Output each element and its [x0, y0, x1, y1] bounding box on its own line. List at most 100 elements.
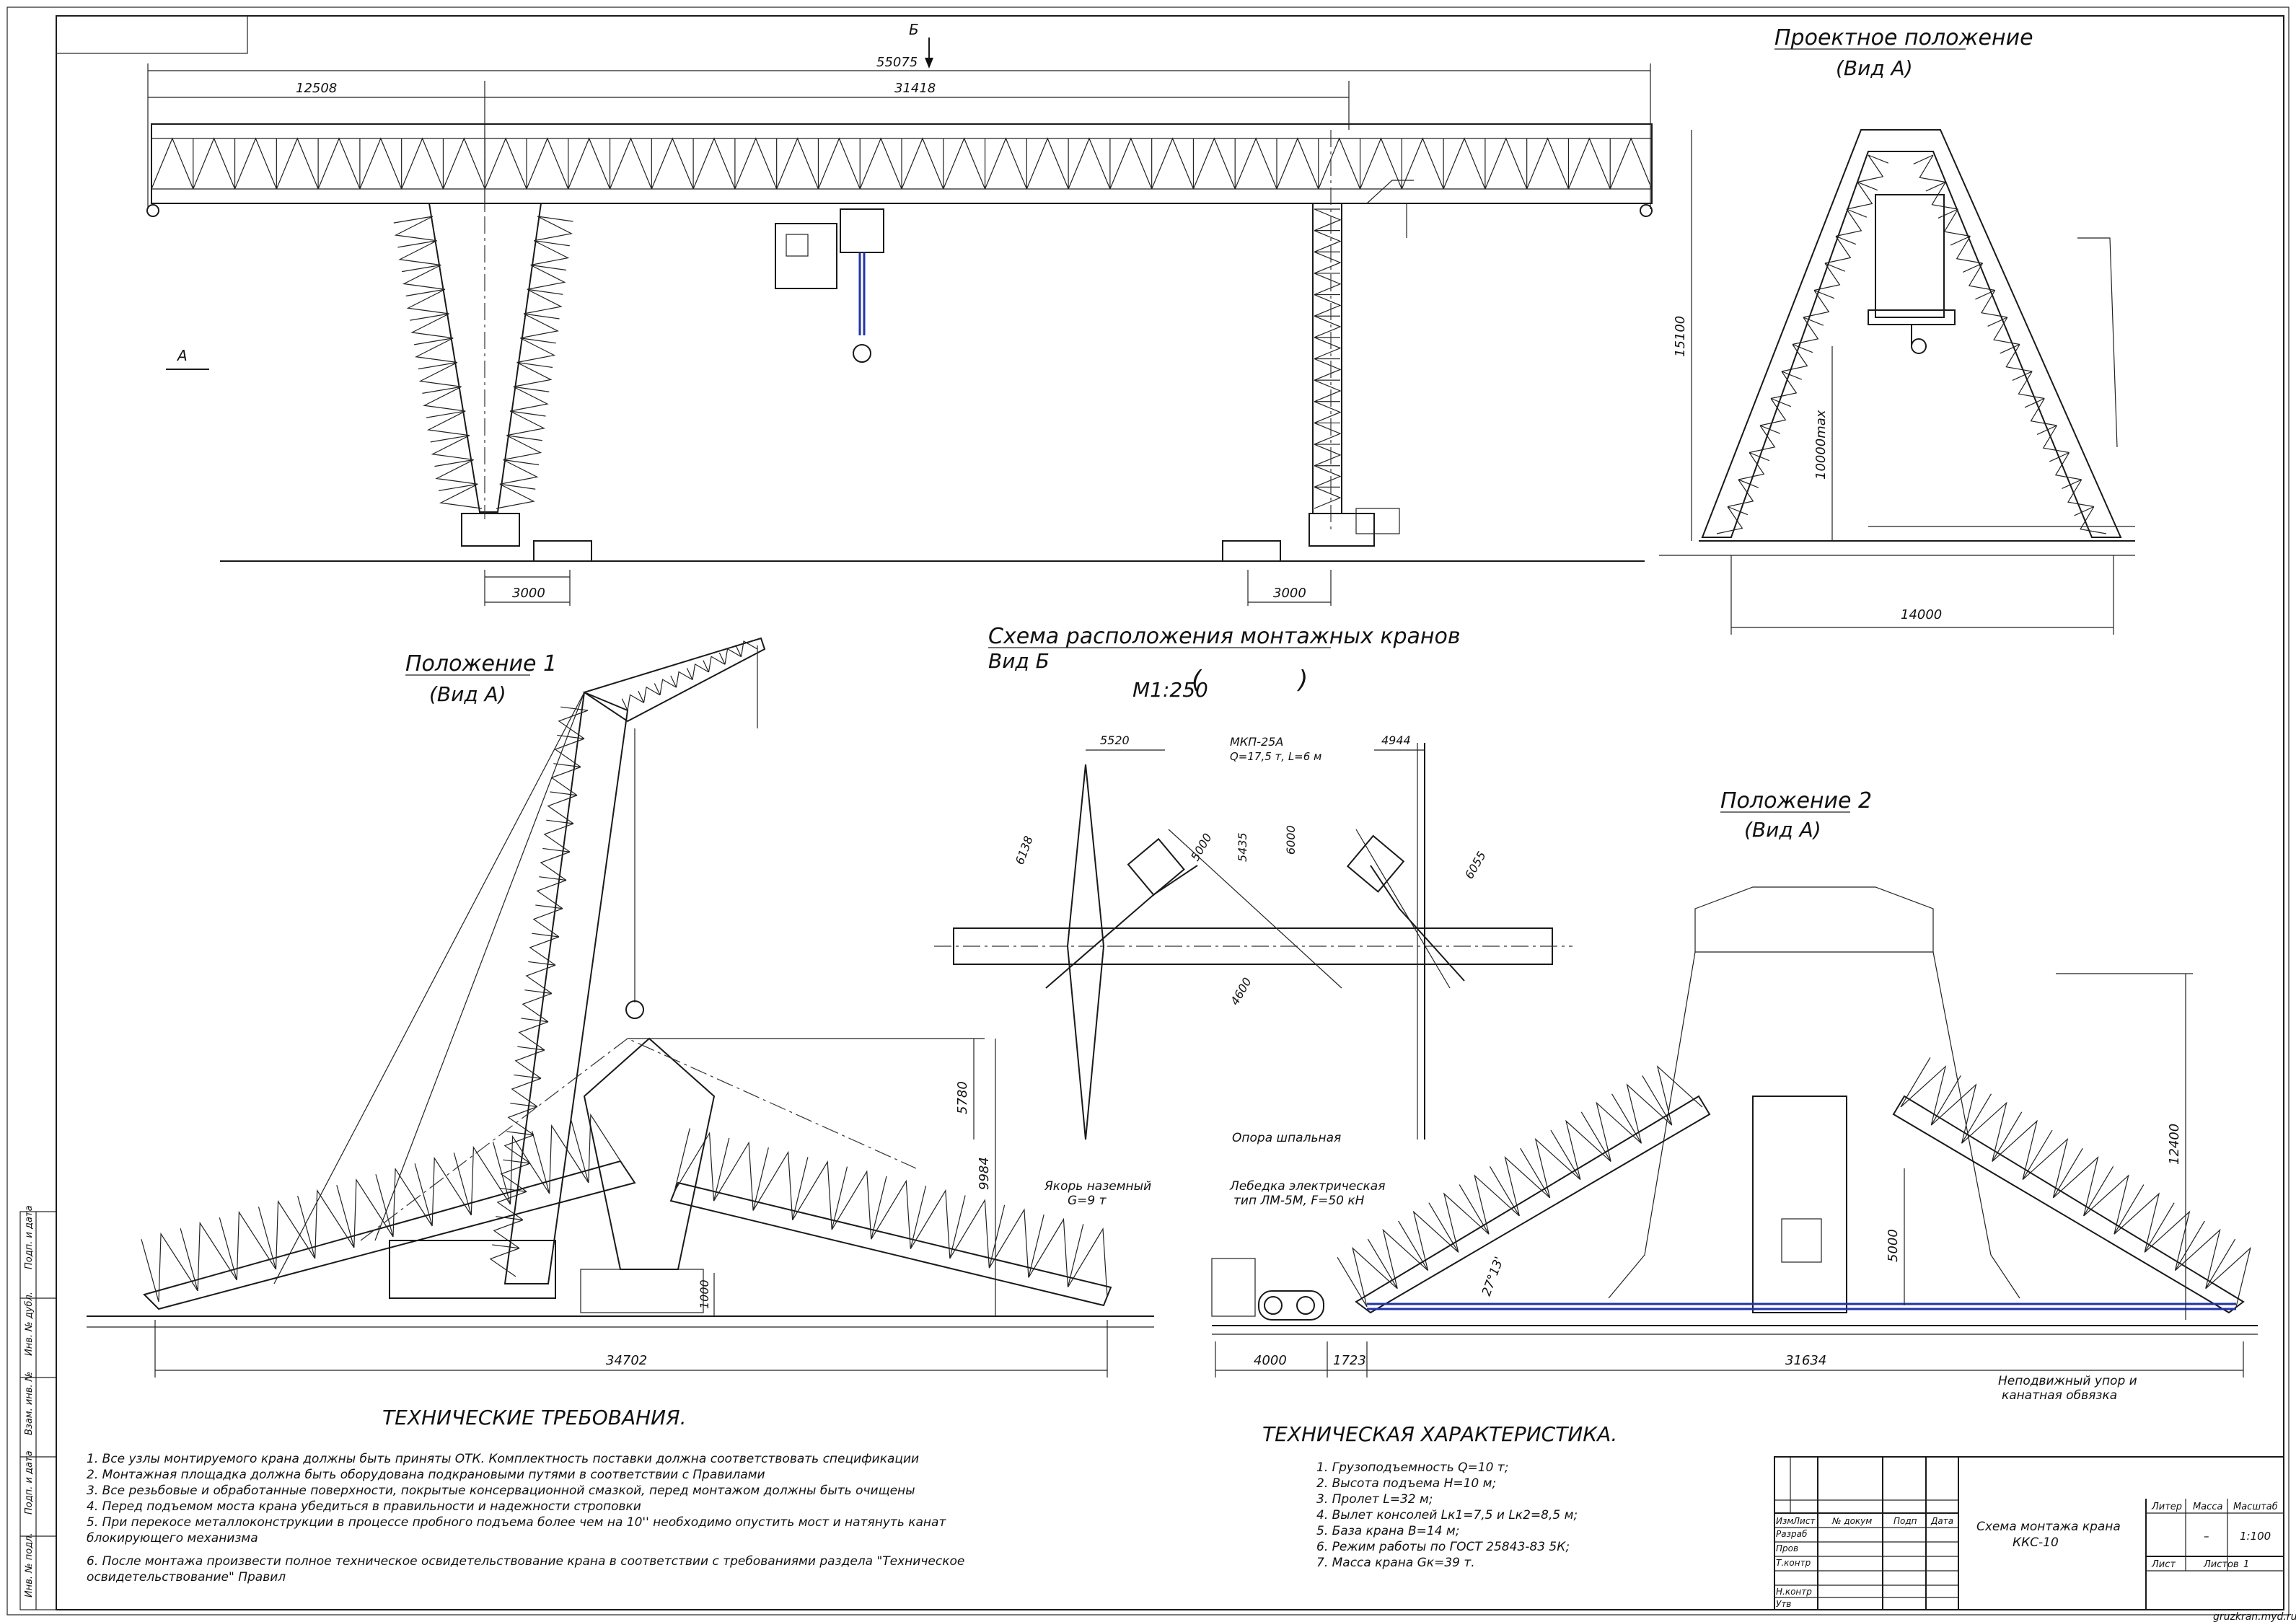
- tb-sheet: Лист: [2151, 1559, 2176, 1570]
- tb-sheets-val: 1: [2243, 1559, 2249, 1570]
- dim-h3-pos1: 1000: [698, 1279, 711, 1309]
- dim-width-pos1: 34702: [606, 1353, 647, 1368]
- tech-req-line-2: 2. Монтажная площадка должна быть оборуд…: [87, 1468, 765, 1482]
- side-stamp-strip: Подп. и дата Инв. № дубл. Взам. инв. № П…: [19, 1205, 57, 1610]
- scheme-crane-1: [1045, 865, 1198, 989]
- tech-char-line-6: 6. Режим работы по ГОСТ 25843-83 5К;: [1316, 1540, 1570, 1554]
- tb-col-doc: № докум: [1831, 1516, 1872, 1526]
- tb-col-date: Дата: [1930, 1516, 1953, 1526]
- tech-char-line-1: 1. Грузоподъемность Q=10 т;: [1316, 1460, 1508, 1475]
- scheme-dim-6: 6000: [1284, 825, 1298, 855]
- tech-char-line-5: 5. База крана В=14 м;: [1316, 1524, 1459, 1538]
- tb-lit: Литер: [2151, 1502, 2182, 1512]
- ladder: [2077, 237, 2118, 448]
- tech-req-line-3: 3. Все резьбовые и обработанные поверхно…: [87, 1484, 915, 1498]
- trolley: [840, 208, 884, 253]
- trolley-cabin: [775, 223, 837, 289]
- watermark: gruzkran.myd.ru: [2213, 1611, 2296, 1622]
- design-position-view: Проектное положение (Вид А) 15100 10000m…: [1659, 25, 2135, 635]
- scheme-dim-1: 5520: [1100, 733, 1130, 747]
- pos2-right-girder: [1892, 1095, 2245, 1314]
- scheme-dim-8: 4600: [1228, 975, 1254, 1008]
- tb-mass-val: –: [2204, 1530, 2209, 1543]
- inner-border: [56, 15, 2284, 1610]
- tech-char-line-4: 4. Вылет консолей Lк1=7,5 и Lк2=8,5 м;: [1316, 1508, 1578, 1522]
- view-a-label: А: [176, 347, 188, 364]
- dim-span-pos2: 31634: [1785, 1353, 1826, 1368]
- scheme-dim-4: 5000: [1188, 831, 1215, 863]
- center-section: [583, 1037, 716, 1270]
- tb-doc-name-2: ККС-10: [2013, 1535, 2059, 1550]
- pos2-subtitle: (Вид А): [1744, 818, 1821, 842]
- side-stamp-2: Инв. № дубл.: [24, 1292, 35, 1356]
- tech-char-line-2: 2. Высота подъема Н=10 м;: [1316, 1476, 1496, 1491]
- scheme-dim-3: 6138: [1013, 834, 1036, 867]
- svg-text:): ): [1296, 666, 1308, 695]
- main-gantry-view: Б А 55075 12508 31418: [146, 21, 1653, 606]
- crane-boom: [503, 691, 629, 1284]
- tech-req-line-4: 4. Перед подъемом моста крана убедиться …: [87, 1499, 641, 1514]
- scheme-subtitle: Вид Б: [988, 649, 1050, 673]
- scheme-dim-5: 5435: [1236, 832, 1249, 862]
- tech-req-heading: ТЕХНИЧЕСКИЕ ТРЕБОВАНИЯ.: [382, 1406, 686, 1429]
- dim-h2-pos2: 5000: [1886, 1229, 1901, 1262]
- tb-mass: Масса: [2193, 1502, 2222, 1512]
- dim-right: 31418: [894, 81, 936, 96]
- side-stamp-4: Подп. и дата: [24, 1450, 35, 1515]
- dim-base-right: 3000: [1273, 586, 1306, 601]
- tech-req-line-6: блокирующего механизма: [87, 1531, 258, 1546]
- pos1-title: Положение 1: [405, 651, 557, 676]
- dim-left2-pos2: 1723: [1333, 1353, 1366, 1368]
- tb-scale: Масштаб: [2233, 1502, 2278, 1512]
- design-subtitle: (Вид А): [1836, 56, 1913, 80]
- dim-left: 12508: [296, 81, 337, 96]
- crane-chassis: [389, 1240, 556, 1299]
- scheme-title: Схема расположения монтажных кранов: [988, 624, 1461, 649]
- tb-col-izm: Изм: [1776, 1516, 1793, 1526]
- scheme-crane-name: МКП-25А: [1230, 735, 1283, 749]
- note-stop-1: Неподвижный упор и: [1998, 1374, 2137, 1388]
- scheme-crane-params: Q=17,5 т, L=6 м: [1230, 750, 1321, 763]
- title-block: Изм Лист № докум Подп Дата Разраб Пров Т…: [1774, 1456, 2284, 1610]
- trolley-block: [1875, 194, 1945, 318]
- left-bogie: [461, 513, 520, 547]
- tb-row-utv: Утв: [1776, 1599, 1791, 1609]
- view-b-label: Б: [909, 21, 919, 38]
- left-half-girder: [143, 1160, 636, 1310]
- tech-char-heading: ТЕХНИЧЕСКАЯ ХАРАКТЕРИСТИКА.: [1262, 1422, 1617, 1446]
- angle-pos2: 27°13': [1479, 1255, 1507, 1298]
- scheme-crane-2: [1370, 865, 1465, 982]
- side-stamp-5: Инв. № подл.: [24, 1533, 35, 1597]
- dim-h2-pos1: 9984: [977, 1157, 992, 1190]
- pos2-ghost-trolley: [1694, 886, 1934, 953]
- pos2-title: Положение 2: [1720, 788, 1872, 814]
- label-anchor: Якорь наземный: [1044, 1179, 1151, 1194]
- scheme-view: Схема расположения монтажных кранов Вид …: [934, 624, 1573, 1321]
- label-winch: Лебедка электрическая: [1229, 1179, 1385, 1194]
- label-support: Опора шпальная: [1232, 1131, 1341, 1145]
- tech-req-line-1: 1. Все узлы монтируемого крана должны бы…: [87, 1452, 919, 1466]
- tech-req-line-5: 5. При перекосе металлоконструкции в про…: [87, 1515, 946, 1530]
- design-title: Проектное положение: [1774, 25, 2033, 50]
- dim-width-design: 14000: [1901, 607, 1942, 622]
- tb-row-prov: Пров: [1776, 1543, 1798, 1553]
- rigid-leg: [428, 203, 542, 513]
- dim-hook-design: 10000max: [1813, 410, 1829, 480]
- anchor-block: [1211, 1258, 1256, 1317]
- tech-requirements: ТЕХНИЧЕСКИЕ ТРЕБОВАНИЯ. 1. Все узлы монт…: [87, 1406, 964, 1584]
- dim-height-design: 15100: [1673, 316, 1688, 357]
- dim-total: 55075: [876, 55, 918, 70]
- tb-row-nkontr: Н.контр: [1776, 1587, 1812, 1597]
- tb-col-list: Лист: [1793, 1516, 1816, 1526]
- tb-doc-name-1: Схема монтажа крана: [1976, 1520, 2121, 1534]
- girder-truss-web: [151, 137, 1653, 190]
- position2-view: Положение 2 (Вид А) 12400 5000 27°13' 40…: [1212, 788, 2258, 1403]
- winch: [1258, 1290, 1324, 1321]
- pos1-subtitle: (Вид А): [429, 682, 506, 706]
- side-stamp-1: Подп. и дата: [24, 1205, 35, 1269]
- side-stamp-3: Взам. инв. №: [24, 1372, 35, 1435]
- tb-sheets: Листов: [2203, 1559, 2239, 1570]
- outer-border: [6, 6, 2290, 1616]
- scheme-dim-2: 4944: [1381, 733, 1411, 747]
